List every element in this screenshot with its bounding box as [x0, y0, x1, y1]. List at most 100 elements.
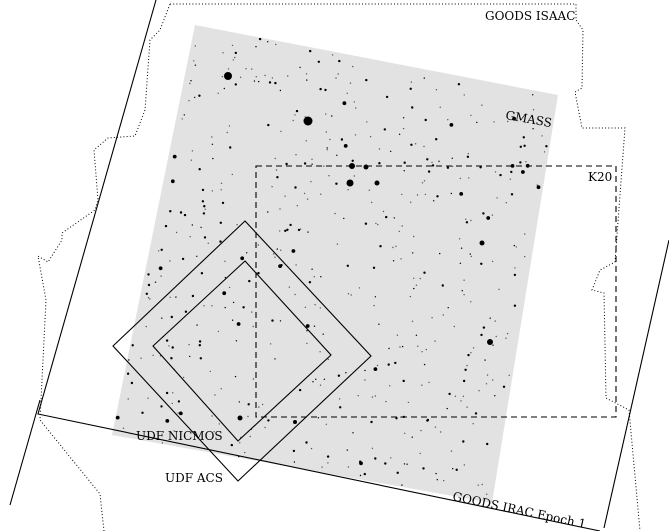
source-dot: [494, 320, 496, 322]
source-dot: [327, 462, 329, 464]
source-dot: [496, 197, 498, 199]
source-dot: [307, 231, 309, 233]
source-dot: [369, 136, 372, 138]
source-dot: [182, 376, 185, 379]
source-dot: [294, 186, 297, 189]
udf-acs-label: UDF ACS: [165, 471, 223, 485]
source-dot: [247, 403, 250, 406]
source-dot: [306, 79, 308, 81]
source-dot: [128, 359, 130, 361]
source-dot: [515, 246, 517, 248]
source-dot: [169, 210, 172, 213]
source-dot: [536, 184, 538, 186]
source-dot: [384, 462, 387, 465]
source-dot: [470, 114, 472, 117]
source-dot: [173, 430, 175, 432]
source-dot: [271, 77, 274, 79]
source-dot: [131, 344, 134, 347]
source-dot: [194, 45, 196, 47]
source-dot: [274, 256, 276, 258]
source-dot: [403, 170, 405, 172]
source-dot: [246, 252, 248, 254]
source-dot: [328, 175, 330, 177]
source-dot: [451, 157, 453, 159]
source-dot: [424, 118, 427, 122]
source-dot: [441, 284, 444, 287]
source-dot: [374, 395, 376, 397]
source-dot: [211, 305, 213, 307]
source-dot: [453, 325, 455, 328]
source-dot: [491, 214, 494, 216]
source-dot: [248, 279, 251, 283]
source-dot: [438, 160, 440, 162]
source-dot: [532, 128, 534, 130]
source-dot: [478, 390, 480, 392]
source-dot: [450, 450, 453, 452]
source-dot: [413, 277, 415, 279]
source-dot: [406, 463, 408, 465]
source-dot: [306, 198, 309, 200]
source-dot: [457, 83, 461, 86]
source-dot: [222, 291, 227, 296]
source-dot: [364, 222, 368, 225]
source-dot: [421, 351, 423, 353]
source-dot: [390, 457, 392, 459]
source-dot: [191, 224, 193, 226]
source-dot: [346, 92, 348, 95]
source-dot: [450, 192, 452, 195]
source-dot: [462, 440, 465, 443]
source-dot: [352, 65, 354, 68]
source-dot: [463, 279, 465, 281]
source-dot: [420, 429, 422, 432]
source-dot: [196, 324, 198, 326]
source-dot: [325, 113, 327, 115]
source-dot: [178, 411, 183, 416]
source-dot: [525, 161, 527, 163]
source-dot: [130, 381, 134, 385]
source-dot: [201, 200, 205, 203]
source-dot: [312, 381, 314, 383]
source-dot: [145, 325, 147, 328]
source-dot: [426, 418, 430, 422]
source-dot: [321, 466, 323, 468]
source-dot: [492, 344, 494, 346]
source-dot: [446, 407, 448, 410]
source-dot: [231, 44, 234, 47]
source-dot: [467, 353, 470, 357]
source-dot: [245, 68, 247, 70]
source-dot: [399, 346, 401, 348]
source-dot: [160, 405, 163, 408]
source-dot: [236, 224, 238, 226]
source-dot: [188, 100, 190, 102]
source-dot: [431, 164, 435, 167]
source-dot: [285, 162, 288, 166]
source-dot: [212, 157, 214, 160]
source-dot: [428, 381, 430, 384]
source-dot: [390, 150, 392, 153]
source-dot: [239, 442, 241, 444]
source-dot: [433, 200, 435, 202]
source-dot: [236, 322, 241, 326]
source-dot: [459, 177, 461, 180]
source-dot: [275, 43, 277, 46]
source-dot: [320, 193, 322, 195]
source-dot: [486, 216, 491, 220]
source-dot: [311, 163, 313, 165]
source-dot: [203, 205, 206, 208]
source-dot: [275, 169, 278, 171]
source-dot: [249, 435, 251, 438]
source-dot: [177, 412, 179, 414]
source-dot: [421, 384, 423, 386]
source-dot: [354, 134, 357, 136]
source-dot: [171, 346, 174, 349]
source-dot: [234, 83, 237, 86]
source-dot: [485, 383, 488, 385]
source-dot: [317, 60, 320, 63]
source-dot: [274, 81, 277, 85]
source-dot: [228, 125, 231, 127]
source-dot: [411, 436, 413, 438]
source-dot: [339, 406, 342, 409]
source-dot: [251, 68, 253, 70]
source-dot: [486, 493, 488, 495]
source-dot: [258, 37, 262, 41]
